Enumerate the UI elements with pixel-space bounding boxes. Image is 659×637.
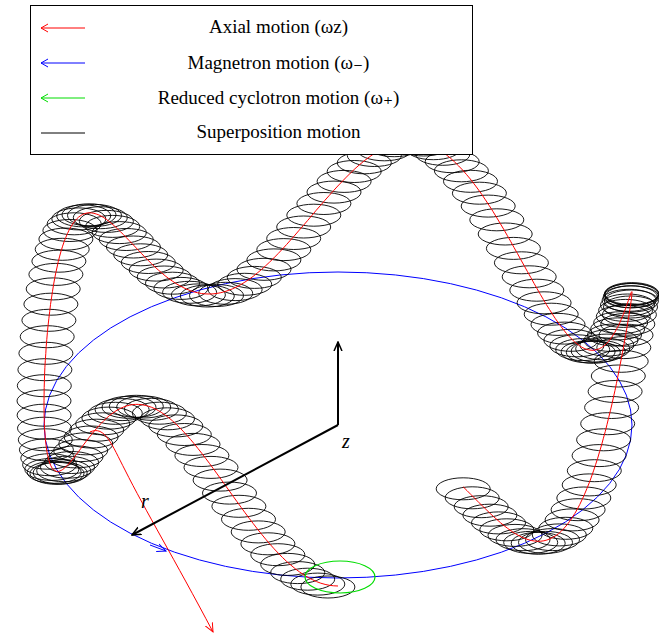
legend-sample bbox=[39, 117, 89, 149]
cyclotron-loop bbox=[212, 495, 266, 517]
cyclotron-orbit bbox=[305, 561, 375, 593]
cyclotron-loop bbox=[251, 544, 305, 566]
cyclotron-loop bbox=[545, 509, 599, 531]
cyclotron-loop bbox=[175, 445, 229, 467]
cyclotron-loop bbox=[241, 533, 295, 555]
cyclotron-loop bbox=[86, 215, 140, 237]
cyclotron-loop bbox=[531, 313, 585, 335]
cyclotron-loop bbox=[227, 266, 281, 288]
cyclotron-loop bbox=[277, 216, 331, 238]
cyclotron-loop bbox=[54, 440, 108, 462]
cyclotron-loop bbox=[199, 282, 253, 304]
cyclotron-loop bbox=[99, 229, 153, 251]
cyclotron-loop bbox=[237, 258, 291, 280]
cyclotron-loop bbox=[577, 429, 631, 451]
cyclotron-loop bbox=[519, 531, 573, 553]
magnetron-orbit bbox=[44, 272, 632, 578]
legend-row: Axial motion (ωz) bbox=[31, 12, 472, 44]
cyclotron-loop bbox=[502, 266, 556, 288]
cyclotron-loop bbox=[337, 152, 391, 174]
cyclotron-loop bbox=[79, 210, 133, 232]
cyclotron-loop bbox=[567, 460, 621, 482]
cyclotron-loop bbox=[35, 238, 89, 260]
axis-label: r⃗ bbox=[141, 490, 164, 513]
cyclotron-loop bbox=[33, 462, 87, 484]
legend-row: Reduced cyclotron motion (ω₊) bbox=[31, 82, 472, 114]
cyclotron-loop bbox=[64, 426, 118, 448]
cyclotron-loop bbox=[257, 239, 311, 261]
cyclotron-loop bbox=[436, 478, 490, 500]
cyclotron-loop bbox=[572, 445, 626, 467]
cyclotron-loop bbox=[510, 279, 564, 301]
cyclotron-loop bbox=[461, 195, 515, 217]
cyclotron-loop bbox=[39, 228, 93, 250]
cyclotron-loop bbox=[445, 487, 499, 509]
cyclotron-loop bbox=[496, 529, 550, 551]
magnetron-arrow bbox=[150, 545, 166, 551]
cyclotron-loop bbox=[291, 573, 345, 595]
cyclotron-loop bbox=[488, 524, 542, 546]
legend-box: Axial motion (ωz) Magnetron motion (ω₋) Re… bbox=[30, 5, 473, 155]
r-axis bbox=[132, 425, 338, 535]
cyclotron-loop bbox=[539, 517, 593, 539]
legend-sample bbox=[39, 82, 89, 114]
cyclotron-loops bbox=[17, 132, 659, 598]
cyclotron-loop bbox=[222, 508, 276, 530]
legend-sample bbox=[39, 12, 89, 44]
cyclotron-loop bbox=[444, 170, 498, 192]
cyclotron-loop bbox=[76, 413, 130, 435]
cyclotron-loop bbox=[132, 402, 186, 424]
cyclotron-loop bbox=[267, 228, 321, 250]
cyclotron-loop bbox=[494, 252, 548, 274]
cyclotron-loop bbox=[92, 222, 146, 244]
cyclotron-loop bbox=[470, 209, 524, 231]
cyclotron-loop bbox=[106, 236, 160, 258]
cyclotron-loop bbox=[463, 504, 517, 526]
cyclotron-loop bbox=[454, 496, 508, 518]
cyclotron-loop bbox=[287, 204, 341, 226]
legend-text: Axial motion (ωz) bbox=[91, 16, 466, 38]
axial-arrow bbox=[90, 431, 213, 632]
legend-text: Magnetron motion (ω₋) bbox=[91, 51, 466, 74]
axis-label: z⃗ bbox=[342, 430, 365, 453]
cyclotron-loop bbox=[114, 244, 168, 266]
cyclotron-loop bbox=[297, 193, 351, 215]
legend-text: Reduced cyclotron motion (ω₊) bbox=[91, 86, 466, 109]
legend-sample bbox=[39, 47, 89, 79]
axial-curve bbox=[44, 141, 632, 586]
cyclotron-loop bbox=[231, 521, 285, 543]
cyclotron-loop bbox=[180, 285, 234, 307]
cyclotron-loop bbox=[32, 250, 86, 272]
cyclotron-loop bbox=[208, 279, 262, 301]
legend-text: Superposition motion bbox=[91, 121, 466, 143]
cyclotron-loop bbox=[486, 237, 540, 259]
cyclotron-loop bbox=[478, 223, 532, 245]
cyclotron-loop bbox=[557, 487, 611, 509]
cyclotron-loop bbox=[452, 182, 506, 204]
legend-row: Magnetron motion (ω₋) bbox=[31, 47, 472, 79]
cyclotron-loop bbox=[157, 424, 211, 446]
legend-row: Superposition motion bbox=[31, 117, 472, 149]
z-axis bbox=[337, 342, 339, 425]
cyclotron-loop bbox=[327, 161, 381, 183]
cyclotron-loop bbox=[184, 456, 238, 478]
